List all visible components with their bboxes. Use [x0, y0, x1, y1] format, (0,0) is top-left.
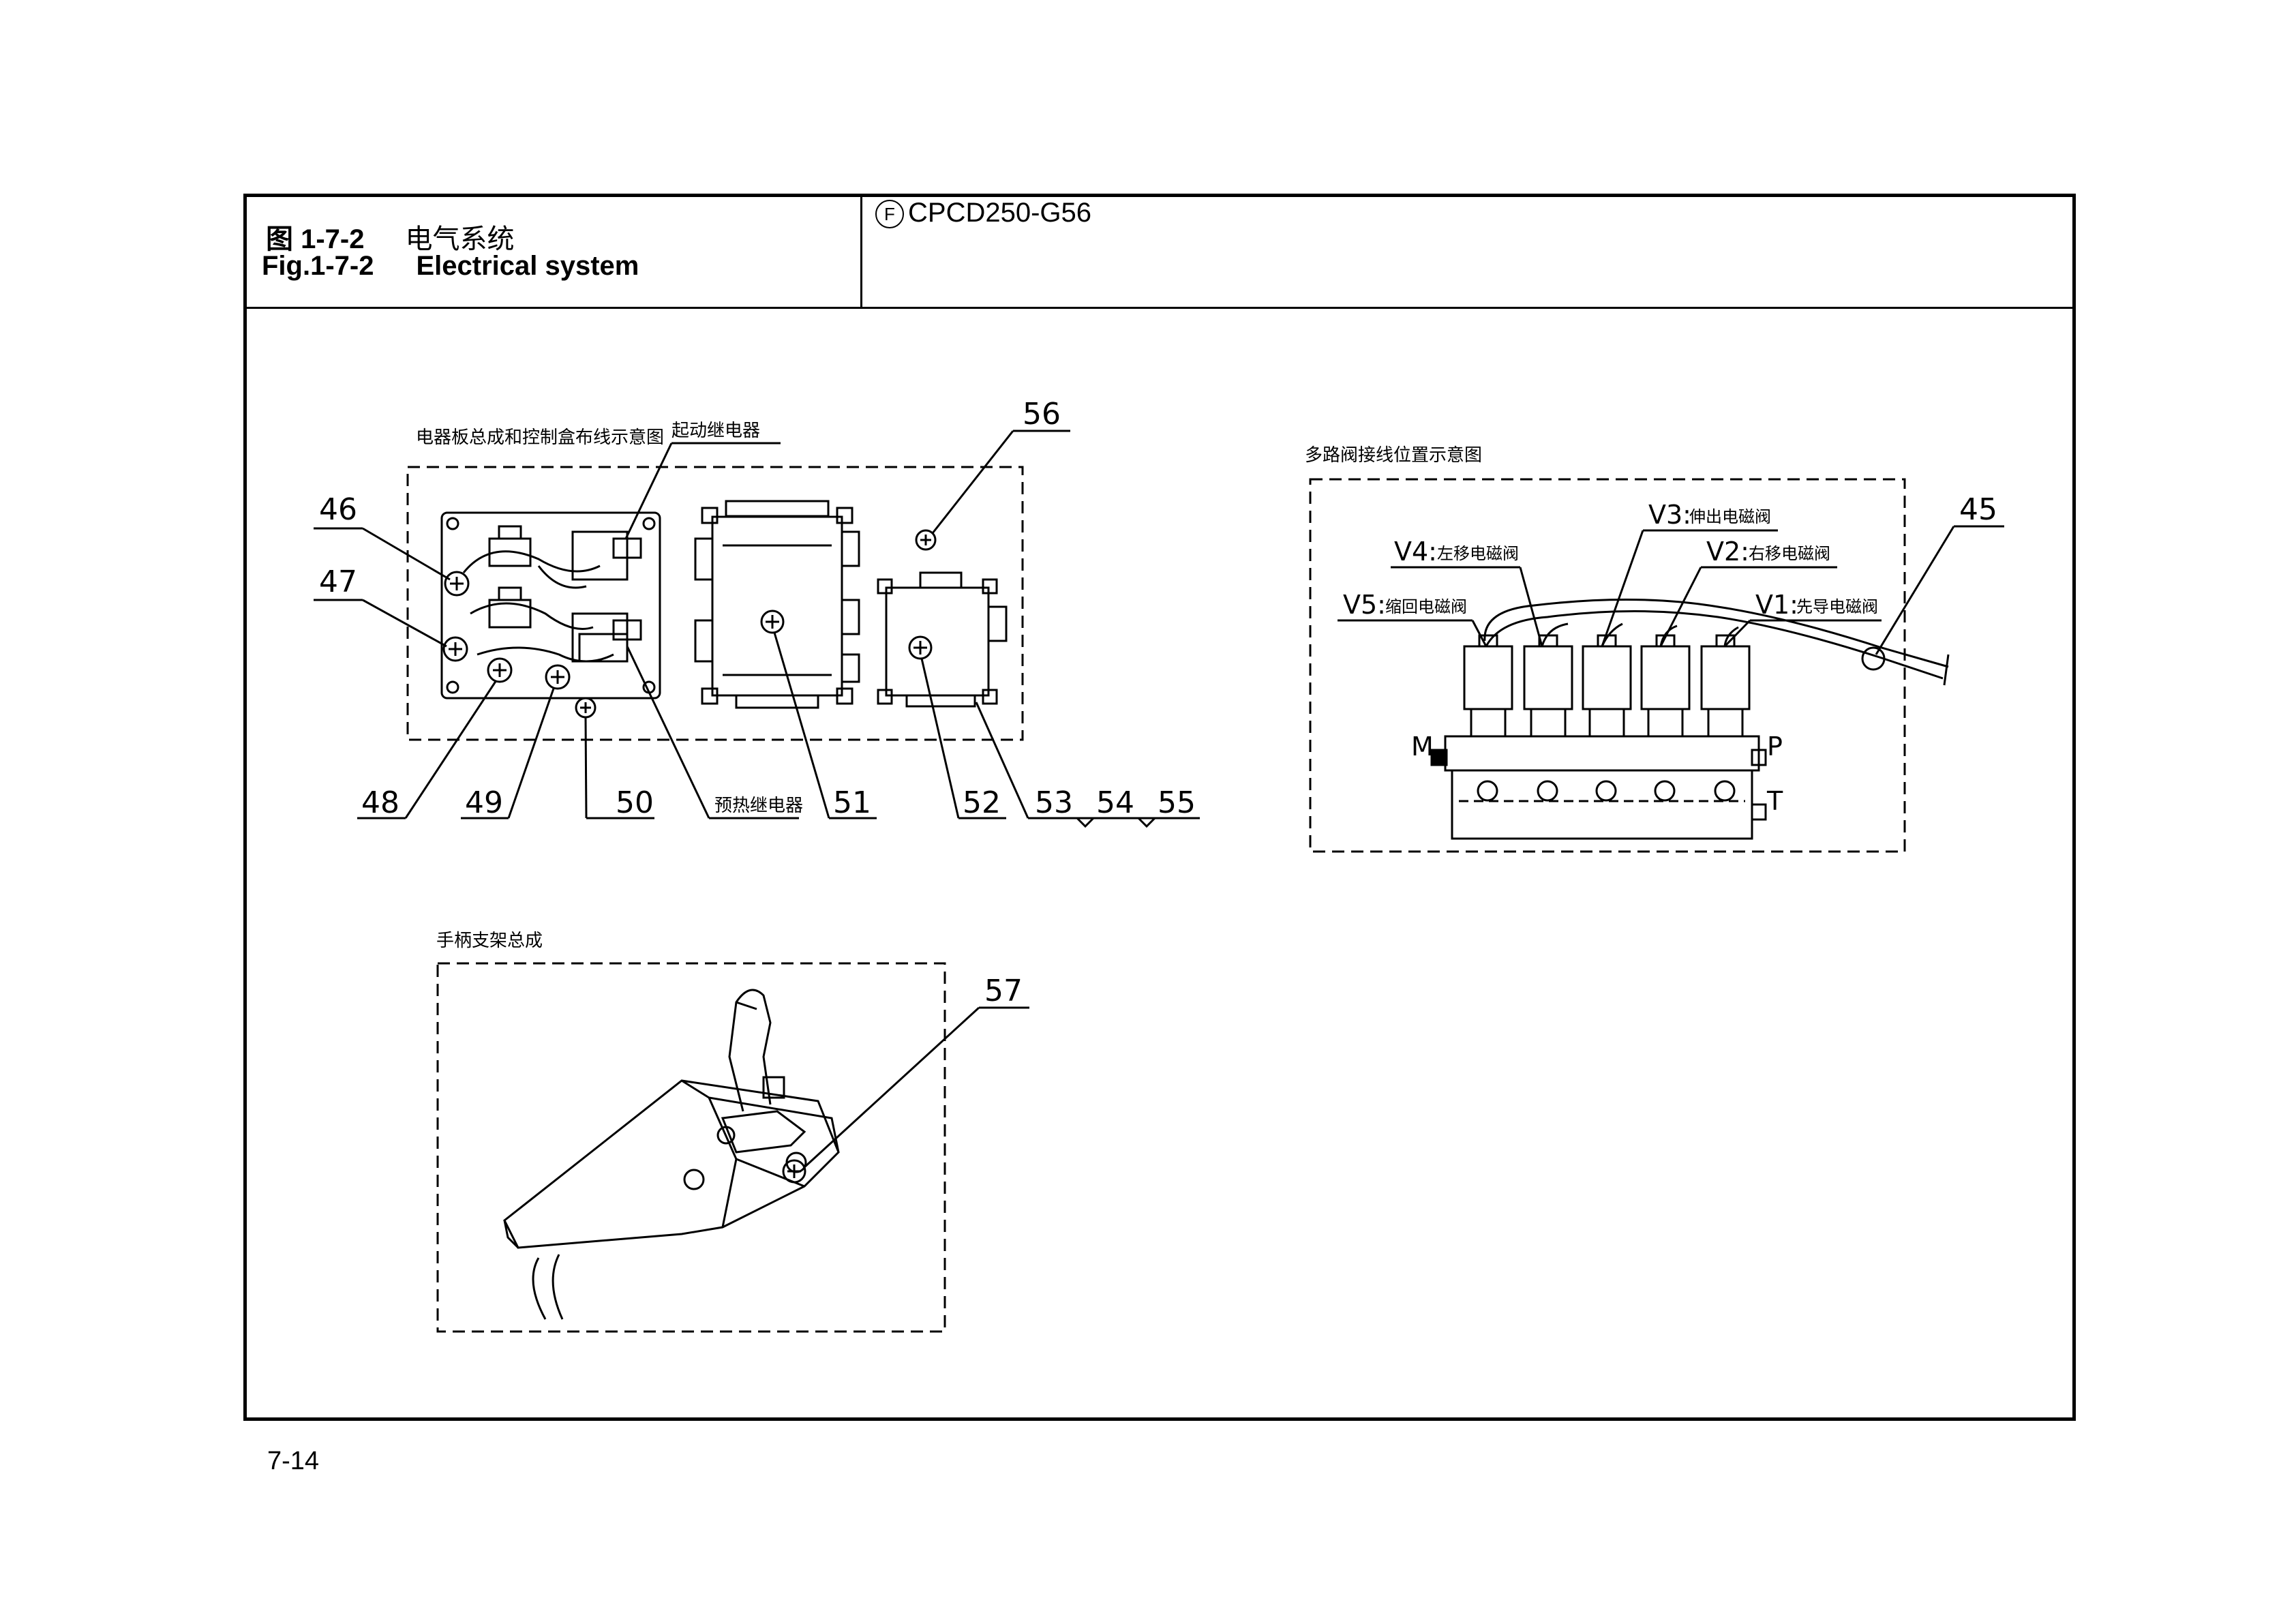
figure-name-en: Electrical system	[416, 251, 639, 281]
figure-name-cn: 电气系统	[405, 224, 515, 254]
figure-number-cn: 图 1-7-2	[266, 224, 365, 254]
callout-51: 51	[833, 785, 871, 820]
port-t-label: T	[1766, 786, 1783, 816]
valve-v2-code: V2:	[1706, 537, 1749, 567]
control-box-1	[694, 500, 860, 709]
callout-53: 53	[1035, 785, 1073, 820]
joystick-handle	[503, 989, 840, 1320]
callout-48: 48	[361, 785, 399, 820]
callout-50: 50	[616, 785, 654, 820]
electrical-board	[440, 511, 661, 700]
header-column-divider	[860, 194, 862, 308]
figure-title-chinese: 图 1-7-2 电气系统	[266, 217, 515, 256]
valve-wire-harness	[1483, 598, 1950, 686]
valve-wiring-label: 多路阀接线位置示意图	[1305, 445, 1482, 466]
start-relay-leader	[624, 442, 673, 539]
valve-v2-name: 右移电磁阀	[1749, 544, 1830, 563]
callout-49: 49	[465, 785, 503, 820]
valve-v4-name: 左移电磁阀	[1437, 544, 1519, 563]
port-p-label: P	[1767, 732, 1783, 762]
control-box-2	[877, 571, 1008, 708]
preheat-relay-label: 预热继电器	[714, 796, 803, 816]
callout-55: 55	[1158, 785, 1196, 820]
callout-47: 47	[319, 565, 357, 599]
figure-number-en: Fig.1-7-2	[262, 251, 374, 281]
start-relay-label: 起动继电器	[671, 421, 760, 441]
port-m-label: M	[1411, 732, 1434, 762]
header-divider	[243, 307, 2076, 309]
valve-v4-code: V4:	[1394, 537, 1437, 567]
figure-title-english: Fig.1-7-2 Electrical system	[262, 251, 639, 282]
callout-54: 54	[1096, 785, 1134, 820]
callout-markers-panel	[442, 529, 937, 719]
page-number: 7-14	[267, 1447, 320, 1475]
callout-57: 57	[984, 974, 1023, 1008]
model-mark-icon: F	[875, 200, 904, 229]
model-text: CPCD250-G56	[908, 198, 1092, 228]
valve-v1-name: 先导电磁阀	[1796, 597, 1878, 616]
valve-v3-code: V3:	[1648, 500, 1691, 530]
panel-group-boundary	[406, 466, 1024, 741]
solenoid-stack	[1463, 634, 1751, 738]
valve-v3-name: 伸出电磁阀	[1689, 507, 1771, 526]
harness-callout-marker	[1861, 646, 1886, 671]
valve-group-boundary	[1309, 478, 1906, 853]
callout-52: 52	[963, 785, 1001, 820]
panel-assembly-label: 电器板总成和控制盒布线示意图	[416, 427, 664, 448]
valve-v5-name: 缩回电磁阀	[1385, 597, 1467, 616]
valve-v5-code: V5:	[1343, 590, 1386, 620]
callout-56: 56	[1023, 397, 1061, 432]
handle-assembly-label: 手柄支架总成	[436, 931, 543, 951]
callout-46: 46	[319, 492, 357, 527]
handle-group-boundary	[436, 962, 946, 1333]
valve-body	[1430, 735, 1767, 840]
callout-45: 45	[1959, 492, 1997, 527]
drawing-frame	[243, 194, 2076, 1421]
